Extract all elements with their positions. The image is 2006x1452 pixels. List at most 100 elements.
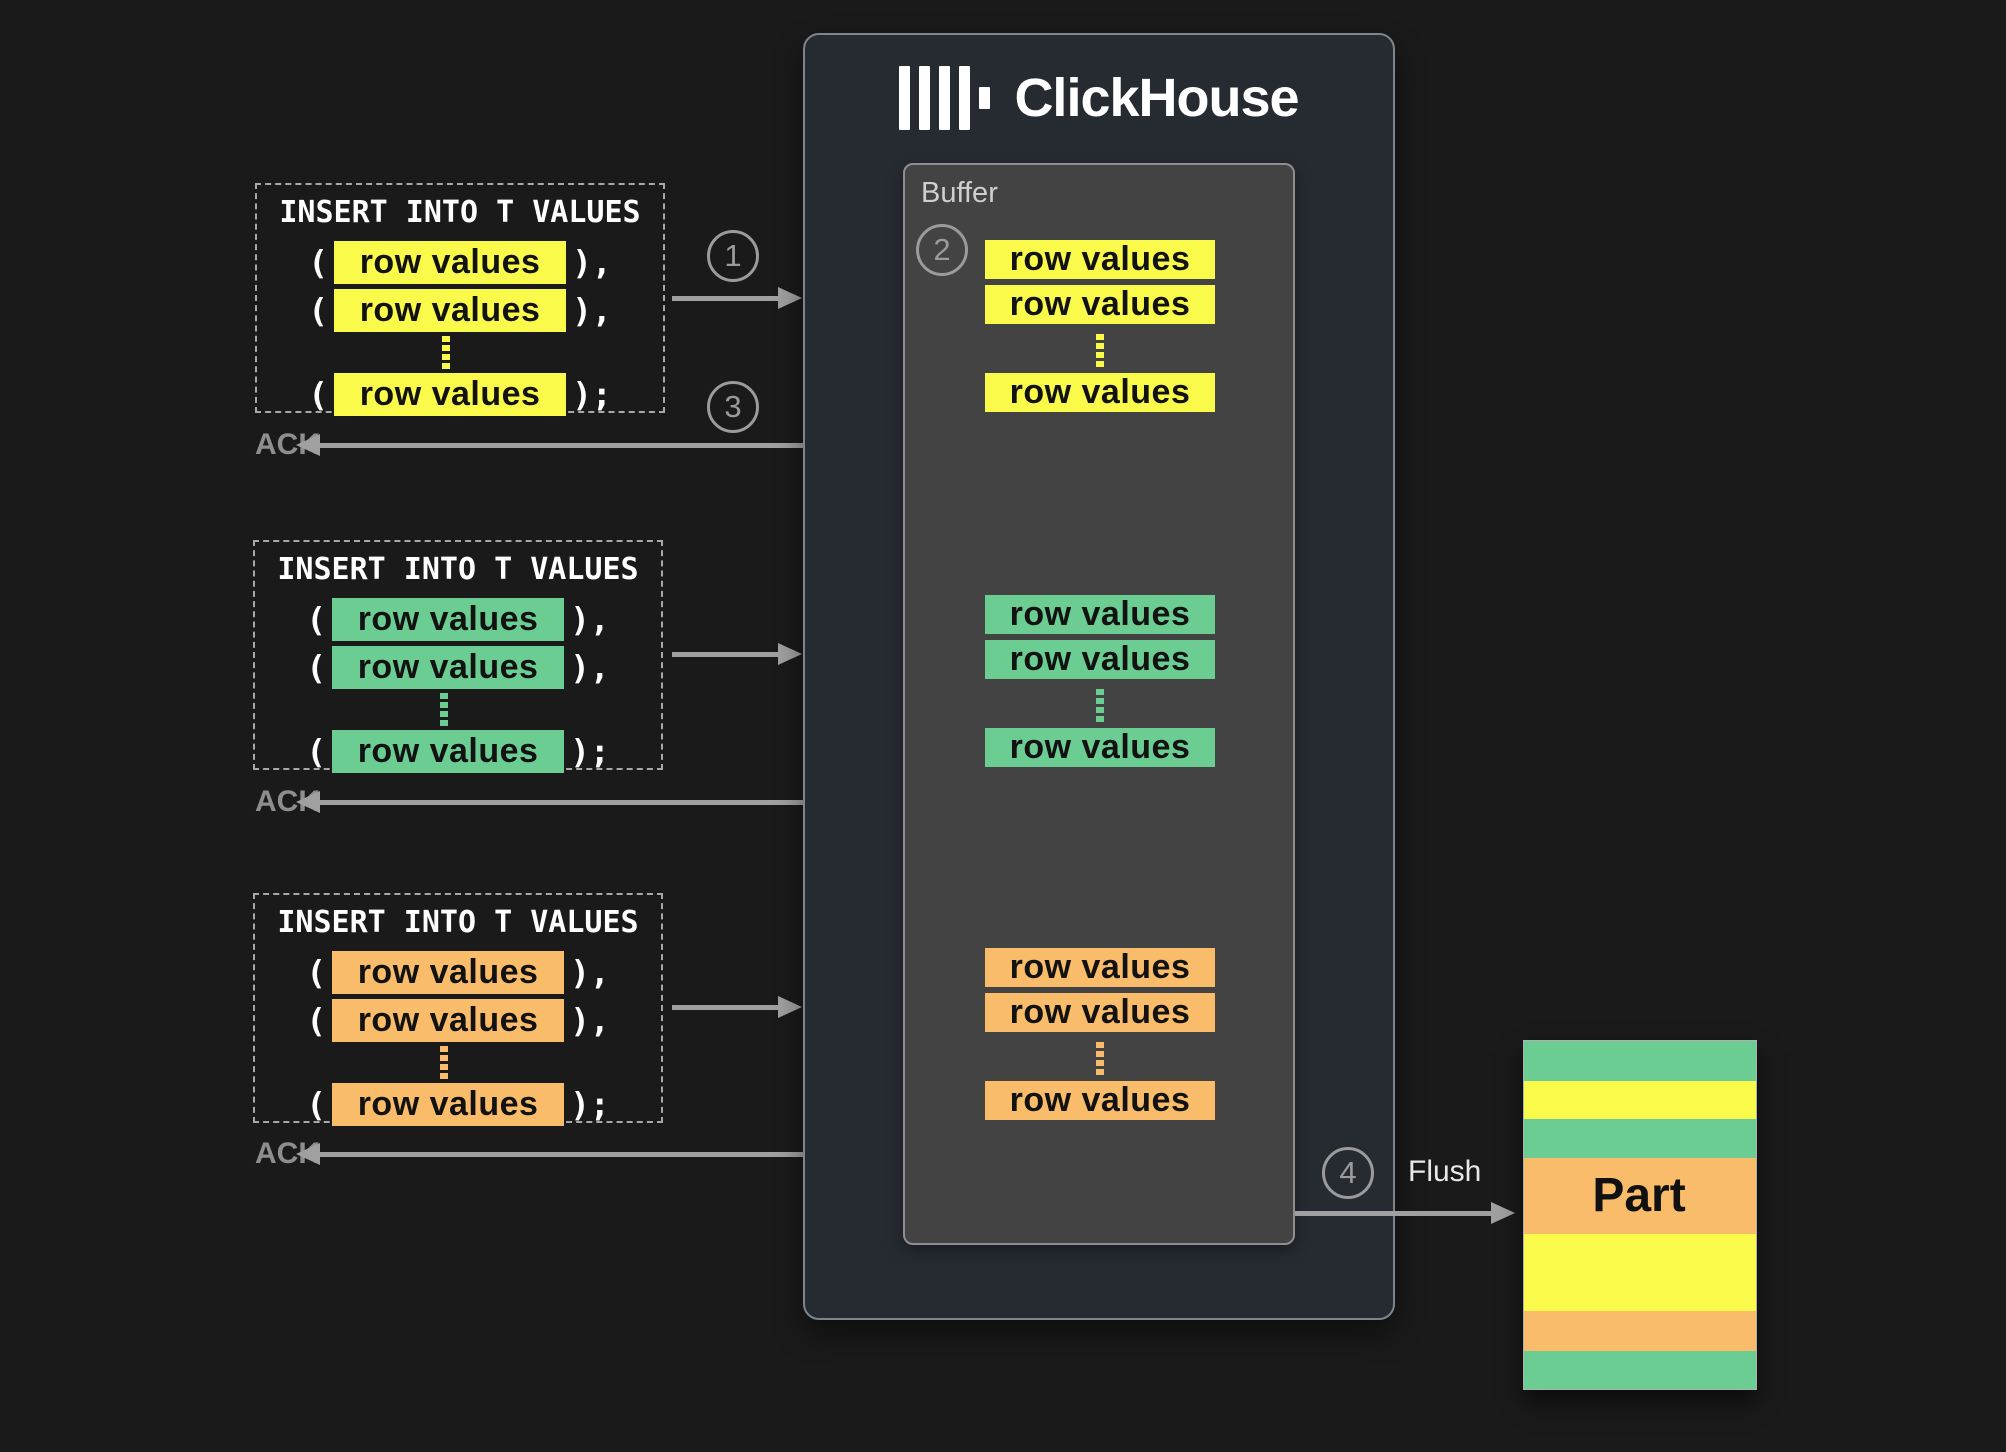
insert1-arrow-head-icon: [778, 287, 802, 309]
ack3-arrow-head-icon: [296, 1143, 320, 1165]
insert-sql-text-2: INSERT INTO T VALUES: [277, 552, 639, 587]
insert-row-line: ( row values ),: [306, 999, 610, 1042]
part-stripe: [1524, 1158, 1756, 1234]
dot: [1096, 716, 1104, 722]
step-4-badge: 4: [1322, 1147, 1374, 1199]
ack2-arrow-line: [320, 800, 803, 805]
insert-sql-text-1: INSERT INTO T VALUES: [279, 195, 641, 230]
buffer-row-chip: row values: [985, 993, 1215, 1032]
insert-sql-text-3: INSERT INTO T VALUES: [277, 905, 639, 940]
insert3-arrow-line: [672, 1005, 778, 1010]
ack3-arrow-line: [320, 1152, 803, 1157]
dot: [1096, 1060, 1104, 1066]
ack1-arrow-line: [320, 443, 803, 448]
close-paren-comma: ),: [572, 243, 612, 282]
dot: [440, 1064, 448, 1070]
open-paren: (: [306, 648, 327, 687]
insert2-arrow-head-icon: [778, 643, 802, 665]
dot: [440, 1073, 448, 1079]
open-paren: (: [306, 600, 327, 639]
dot: [440, 711, 448, 717]
buffer-group-yellow: row values row values row values: [985, 240, 1215, 418]
insert-row-line: ( row values ),: [306, 646, 610, 689]
part-stripe: [1524, 1234, 1756, 1311]
part-stripe: [1524, 1351, 1756, 1389]
dot: [1096, 343, 1104, 349]
step-2-badge: 2: [916, 224, 968, 276]
buffer-group-orange: row values row values row values: [985, 948, 1215, 1126]
clickhouse-logo-icon: [899, 66, 991, 130]
dot: [1096, 707, 1104, 713]
close-paren-comma: ),: [570, 600, 610, 639]
row-values-chip: row values: [334, 241, 567, 284]
logo-bar-short: [979, 87, 991, 109]
ack1-arrow-head-icon: [296, 434, 320, 456]
dot: [442, 354, 450, 360]
row-values-chip: row values: [332, 951, 565, 994]
insert-row-line: ( row values ),: [306, 598, 610, 641]
buffer-row-chip: row values: [985, 1081, 1215, 1120]
insert2-arrow-line: [672, 652, 778, 657]
clickhouse-header: ClickHouse: [803, 62, 1395, 134]
dot: [442, 345, 450, 351]
logo-bar: [959, 66, 971, 130]
dot: [1096, 1042, 1104, 1048]
dot: [440, 1046, 448, 1052]
row-values-chip: row values: [332, 646, 565, 689]
buffer-row-chip: row values: [985, 640, 1215, 679]
close-paren-semicolon: );: [570, 1085, 610, 1124]
part-box: [1523, 1040, 1757, 1390]
insert-row-line: ( row values );: [306, 730, 610, 773]
ellipsis-dots: [440, 693, 448, 726]
dot: [1096, 698, 1104, 704]
open-paren: (: [306, 732, 327, 771]
logo-bar: [919, 66, 931, 130]
step-3-badge: 3: [707, 381, 759, 433]
open-paren: (: [308, 375, 329, 414]
part-label: Part: [1592, 1168, 1686, 1222]
ellipsis-dots: [1096, 334, 1104, 367]
ellipsis-dots: [442, 336, 450, 369]
logo-bar: [939, 66, 951, 130]
open-paren: (: [306, 1001, 327, 1040]
insert-row-line: ( row values ),: [308, 241, 612, 284]
buffer-row-chip: row values: [985, 373, 1215, 412]
row-values-chip: row values: [332, 598, 565, 641]
dot: [1096, 689, 1104, 695]
buffer-row-chip: row values: [985, 285, 1215, 324]
close-paren-semicolon: );: [572, 375, 612, 414]
insert-row-line: ( row values ),: [306, 951, 610, 994]
open-paren: (: [308, 291, 329, 330]
part-stripe: [1524, 1119, 1756, 1158]
dot: [1096, 334, 1104, 340]
flush-label: Flush: [1408, 1155, 1482, 1188]
row-values-chip: row values: [332, 730, 565, 773]
step-1-badge: 1: [707, 230, 759, 282]
buffer-row-chip: row values: [985, 240, 1215, 279]
insert-statement-block-3: INSERT INTO T VALUES ( row values ), ( r…: [253, 893, 663, 1126]
dot: [1096, 1051, 1104, 1057]
ack2-arrow-head-icon: [296, 791, 320, 813]
buffer-row-chip: row values: [985, 948, 1215, 987]
row-values-chip: row values: [332, 999, 565, 1042]
insert-row-line: ( row values ),: [308, 289, 612, 332]
buffer-row-chip: row values: [985, 728, 1215, 767]
dot: [442, 363, 450, 369]
insert1-arrow-line: [672, 296, 778, 301]
logo-bar: [899, 66, 911, 130]
ellipsis-dots: [1096, 689, 1104, 722]
close-paren-semicolon: );: [570, 732, 610, 771]
dot: [440, 693, 448, 699]
dot: [442, 336, 450, 342]
insert3-arrow-head-icon: [778, 996, 802, 1018]
ellipsis-dots: [440, 1046, 448, 1079]
close-paren-comma: ),: [570, 1001, 610, 1040]
open-paren: (: [306, 1085, 327, 1124]
ellipsis-dots: [1096, 1042, 1104, 1075]
dot: [440, 720, 448, 726]
buffer-label: Buffer: [921, 177, 998, 209]
flush-arrow-head-icon: [1491, 1202, 1515, 1224]
buffer-row-chip: row values: [985, 595, 1215, 634]
insert-statement-block-1: INSERT INTO T VALUES ( row values ), ( r…: [255, 183, 665, 416]
